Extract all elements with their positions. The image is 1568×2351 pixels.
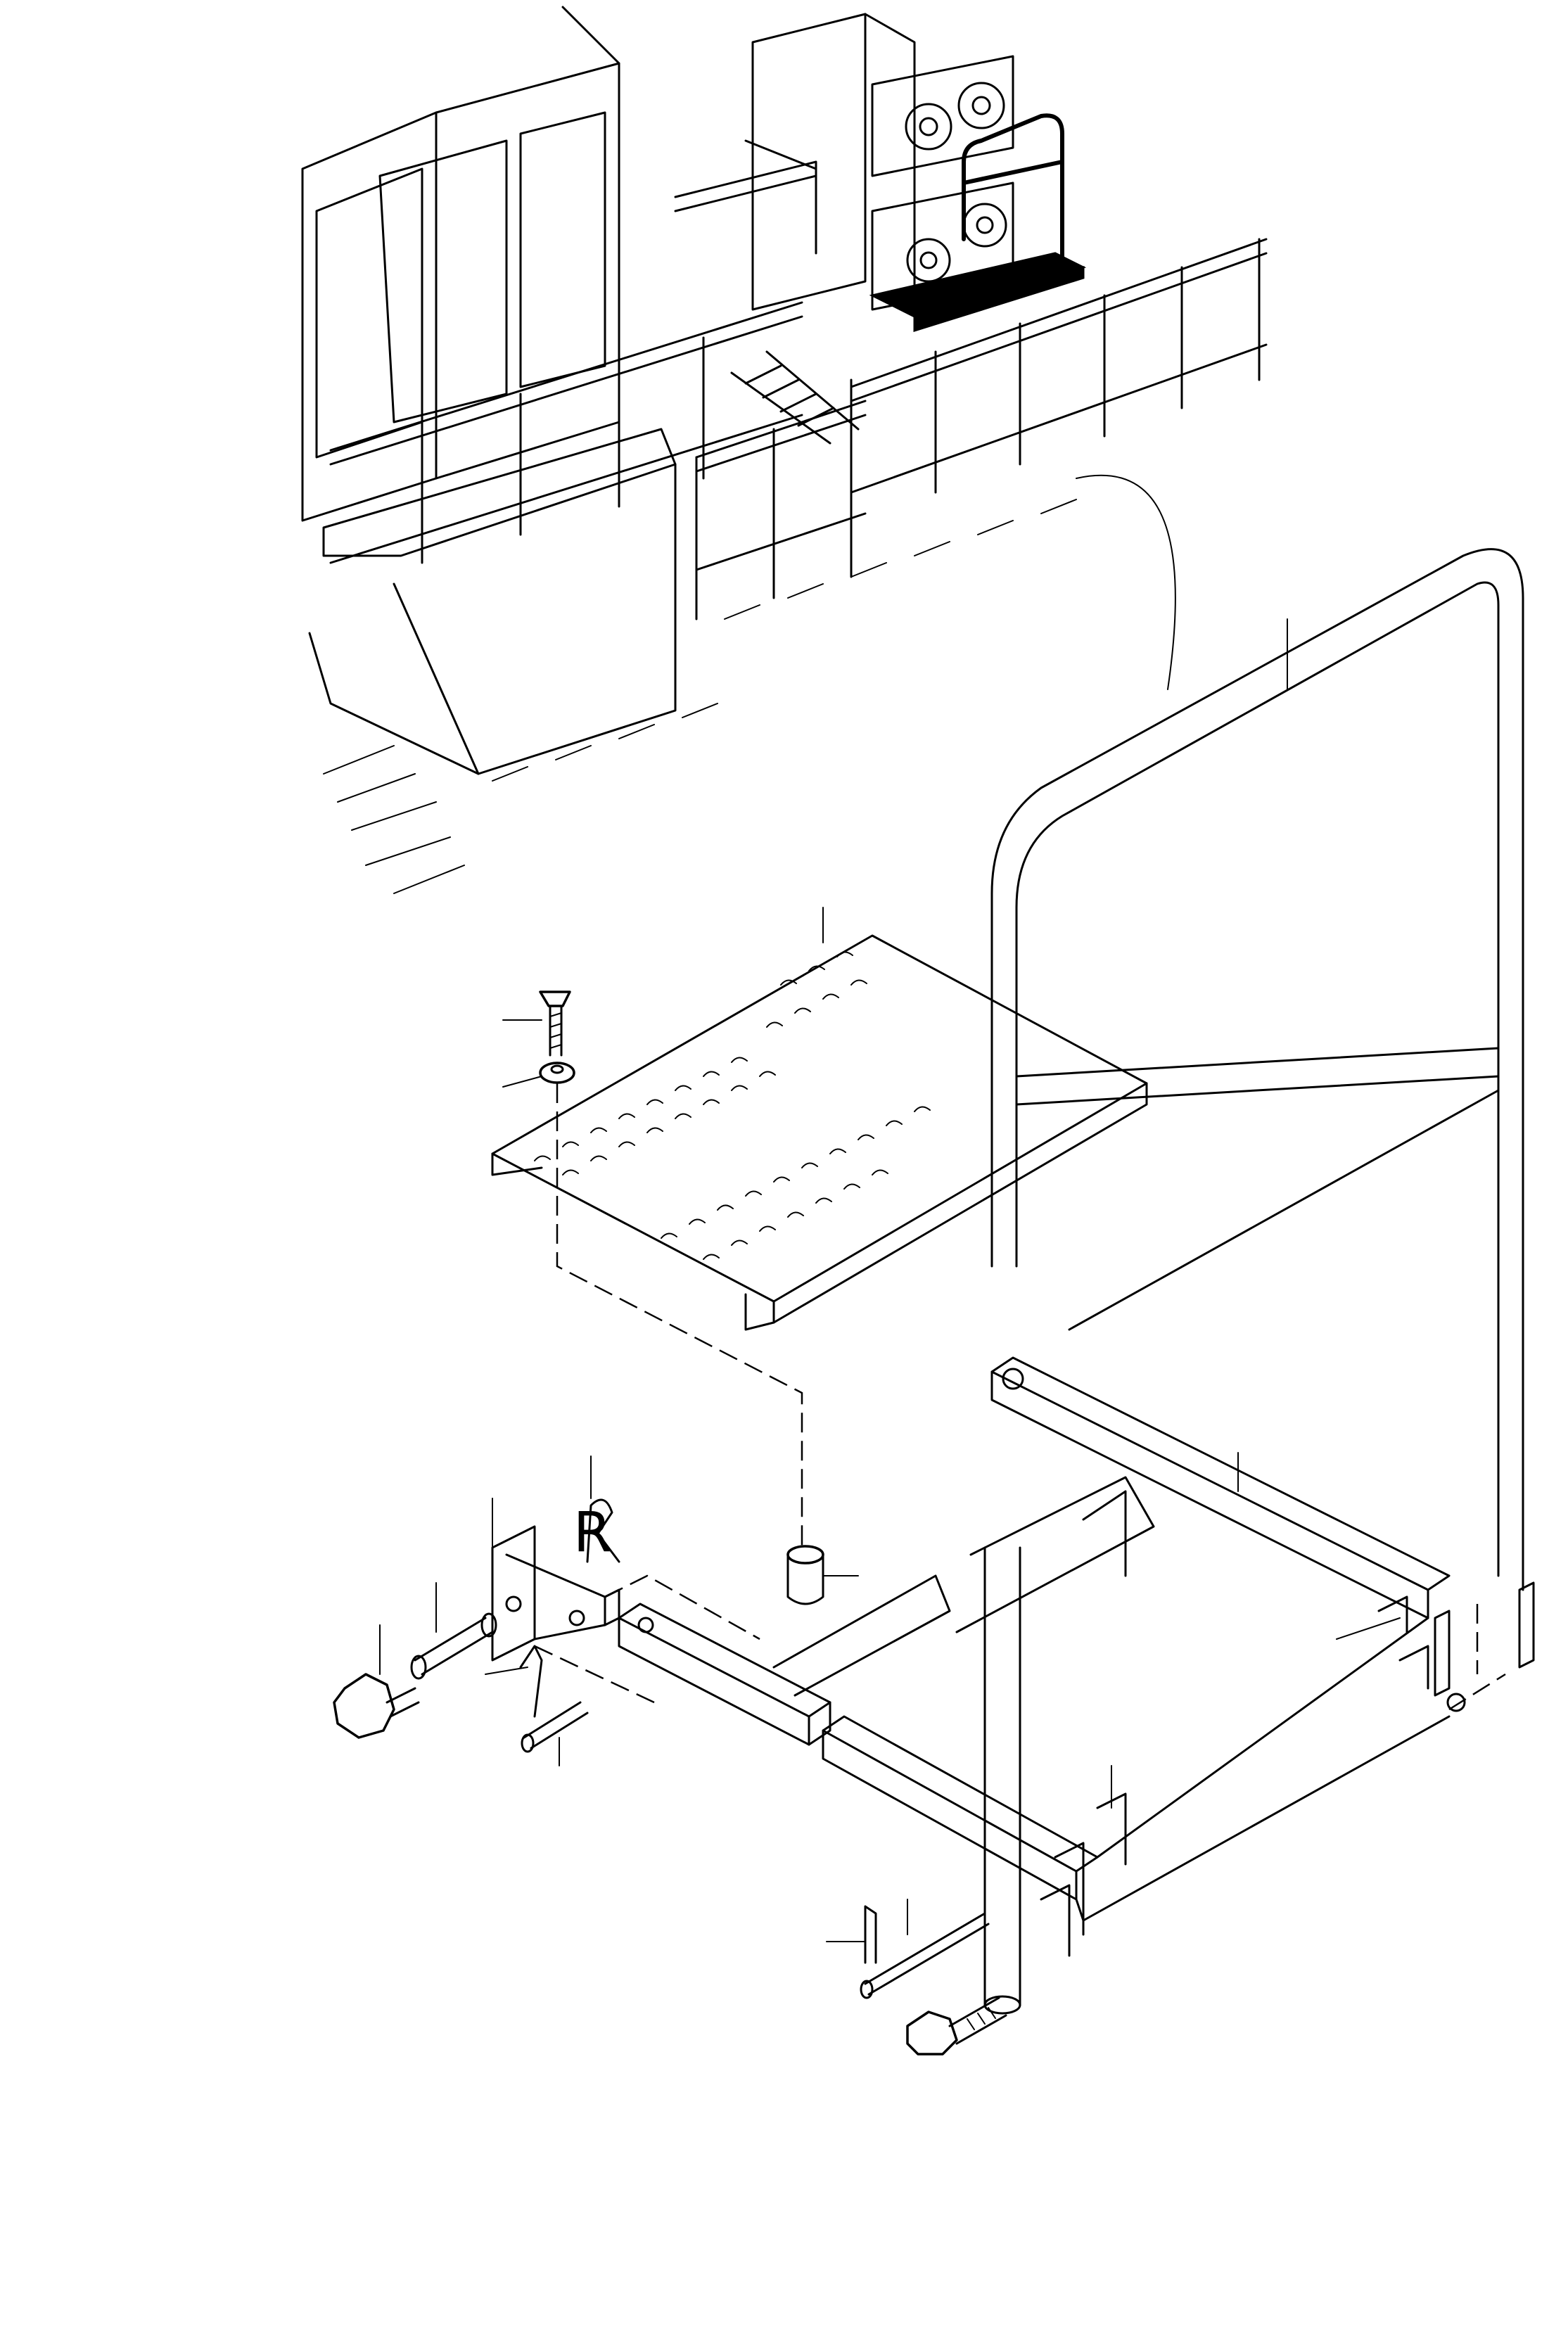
guard-rails (329, 139, 1268, 620)
machine-overview (301, 6, 1268, 894)
marker-letter: R (573, 1501, 611, 1565)
long-pin (860, 1912, 990, 1999)
square-tube (618, 1574, 951, 1746)
leader-lines (379, 618, 1401, 1942)
upper-deck (308, 428, 677, 775)
tread-pattern (534, 951, 931, 1260)
straight-pin-left (521, 1701, 589, 1753)
handrail-frame (983, 548, 1524, 2015)
checker-plate (491, 934, 1148, 1331)
clevis-pin (410, 1612, 497, 1680)
motor-blocks (871, 55, 1014, 311)
hex-bolt (906, 1996, 1007, 2056)
crawler-track (323, 474, 1176, 894)
washer (539, 1062, 575, 1084)
cabinet (751, 13, 916, 311)
spring-clip (586, 1498, 620, 1563)
cotter-pin-bottom (864, 1905, 877, 1964)
rubber-bumper (786, 1545, 824, 1605)
cotter-pin-left (519, 1645, 543, 1718)
countersunk-screw (539, 990, 571, 1057)
assembly-lines (534, 1083, 1506, 1711)
highlighted-platform (869, 113, 1087, 333)
stairway (730, 350, 860, 445)
hinge-bracket (491, 1525, 620, 1662)
support-frame (822, 1356, 1535, 1957)
star-knob (333, 1673, 420, 1739)
